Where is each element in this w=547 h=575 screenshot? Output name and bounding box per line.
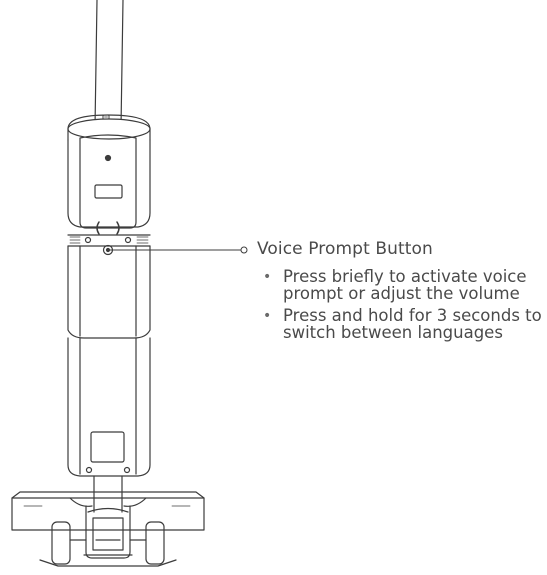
bullet-icon: • xyxy=(263,269,272,285)
callout-leader xyxy=(107,246,248,254)
vent-band xyxy=(67,234,151,247)
voice-prompt-callout: Voice Prompt Button • Press briefly to a… xyxy=(257,239,542,347)
callout-list: • Press briefly to activate voice prompt… xyxy=(257,267,542,342)
list-item-text: Press briefly to activate voice prompt o… xyxy=(283,267,527,303)
lower-body xyxy=(67,337,151,477)
middle-body xyxy=(67,245,151,339)
callout-title: Voice Prompt Button xyxy=(257,239,433,259)
floor-head xyxy=(11,491,205,567)
neck xyxy=(87,475,129,513)
upper-body xyxy=(67,134,151,256)
top-cap xyxy=(67,114,151,141)
list-item-text: Press and hold for 3 seconds to switch b… xyxy=(283,306,542,342)
handle-pole xyxy=(93,0,124,128)
bullet-icon: • xyxy=(263,308,272,324)
list-item: • Press and hold for 3 seconds to switch… xyxy=(257,306,542,342)
list-item: • Press briefly to activate voice prompt… xyxy=(257,267,542,303)
